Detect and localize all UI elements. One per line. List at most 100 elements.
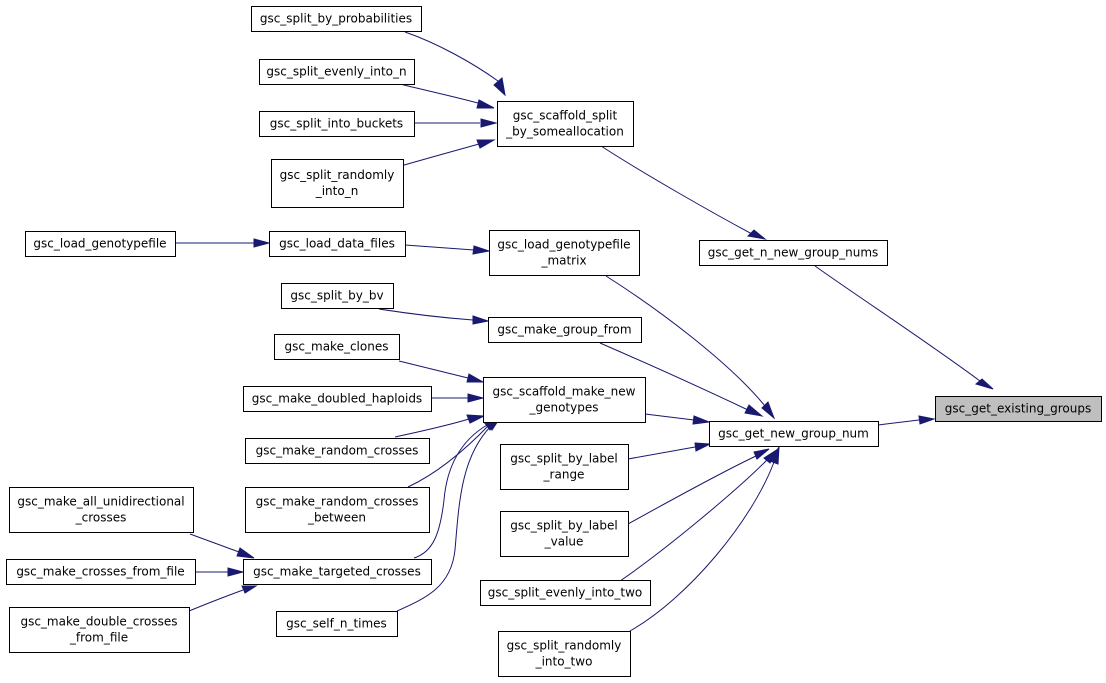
- node-gsc-load-genotypefile-matrix[interactable]: gsc_load_genotypefile_matrix: [489, 230, 640, 276]
- node-gsc-scaffold-split-by-someallocation[interactable]: gsc_scaffold_split_by_someallocation: [497, 101, 634, 147]
- node-label: gsc_load_genotypefile: [497, 238, 630, 252]
- node-label: gsc_make_clones: [285, 340, 389, 354]
- node-box: [281, 283, 394, 309]
- node-label: gsc_scaffold_make_new: [493, 385, 636, 399]
- node-gsc-make-crosses-from-file[interactable]: gsc_make_crosses_from_file: [6, 559, 196, 585]
- edge-line: [644, 413, 695, 421]
- node-gsc-split-randomly-into-n[interactable]: gsc_split_randomly_into_n: [271, 159, 404, 208]
- node-box: [243, 559, 432, 585]
- node-gsc-split-by-bv[interactable]: gsc_split_by_bv: [281, 283, 394, 309]
- node-gsc-make-all-unidirectional-crosses[interactable]: gsc_make_all_unidirectional _crosses: [9, 487, 194, 533]
- node-label: _crosses: [75, 511, 127, 525]
- edge-line: [396, 425, 492, 612]
- node-box: [699, 240, 888, 266]
- node-box: [489, 230, 640, 276]
- node-gsc-scaffold-make-new-genotypes[interactable]: gsc_scaffold_make_new_genotypes: [483, 377, 646, 423]
- edge-gsc-split-into-buckets-to-gsc-scaffold-split-by-someallocation: [414, 118, 498, 128]
- edge-arrowhead: [480, 118, 498, 128]
- edge-gsc-load-genotypefile-matrix-to-gsc-get-new-group-num: [605, 275, 776, 420]
- edge-arrowhead: [472, 245, 491, 255]
- edge-line: [404, 244, 475, 251]
- edge-arrowhead: [761, 401, 776, 420]
- edge-gsc-split-randomly-into-two-to-gsc-get-new-group-num: [629, 445, 780, 632]
- node-gsc-self-n-times[interactable]: gsc_self_n_times: [276, 611, 398, 637]
- node-label: gsc_make_all_unidirectional: [17, 495, 184, 509]
- edge-gsc-split-by-probabilities-to-gsc-scaffold-split-by-someallocation: [404, 31, 506, 97]
- node-box: [497, 101, 634, 147]
- node-label: gsc_split_randomly: [507, 639, 622, 653]
- edge-line: [407, 423, 491, 488]
- node-gsc-get-n-new-group-nums[interactable]: gsc_get_n_new_group_nums: [699, 240, 888, 266]
- node-box: [709, 421, 879, 447]
- edge-line: [627, 446, 696, 460]
- node-box: [25, 231, 176, 257]
- node-label: gsc_split_evenly_into_two: [488, 586, 642, 600]
- edge-arrowhead: [476, 99, 495, 109]
- edge-gsc-make-all-unidirectional-crosses-to-gsc-make-targeted-crosses: [189, 533, 255, 559]
- node-box: [488, 317, 642, 343]
- node-label: _into_n: [315, 184, 359, 198]
- node-gsc-split-by-label-value[interactable]: gsc_split_by_label_value: [500, 511, 629, 557]
- node-gsc-split-into-buckets[interactable]: gsc_split_into_buckets: [259, 111, 415, 137]
- node-label: gsc_split_evenly_into_n: [266, 65, 406, 79]
- edge-arrowhead: [472, 315, 490, 325]
- node-box: [274, 334, 400, 360]
- edge-line: [629, 461, 775, 632]
- node-box: [276, 611, 398, 637]
- node-gsc-make-targeted-crosses[interactable]: gsc_make_targeted_crosses: [243, 559, 432, 585]
- node-gsc-split-randomly-into-two[interactable]: gsc_split_randomly_into_two: [498, 631, 631, 677]
- edge-gsc-make-clones-to-gsc-scaffold-make-new-genotypes: [398, 360, 485, 383]
- node-gsc-load-data-files[interactable]: gsc_load_data_files: [269, 231, 406, 257]
- edge-arrowhead: [918, 415, 936, 425]
- node-gsc-make-random-crosses[interactable]: gsc_make_random_crosses: [245, 438, 430, 464]
- edge-line: [814, 265, 981, 382]
- edge-line: [413, 424, 488, 559]
- node-label: gsc_make_random_crosses: [256, 444, 419, 458]
- node-label: gsc_self_n_times: [286, 617, 387, 631]
- node-label: gsc_make_double_crosses: [20, 615, 177, 629]
- edge-gsc-scaffold-split-by-someallocation-to-gsc-get-n-new-group-nums: [600, 145, 767, 240]
- node-gsc-get-new-group-num[interactable]: gsc_get_new_group_num: [709, 421, 879, 447]
- node-box: [6, 559, 196, 585]
- node-box: [269, 231, 406, 257]
- edge-arrowhead: [694, 442, 712, 452]
- node-label: _between: [307, 511, 366, 525]
- node-box: [259, 111, 415, 137]
- node-gsc-make-doubled-haploids[interactable]: gsc_make_doubled_haploids: [243, 386, 432, 412]
- node-gsc-split-evenly-into-n[interactable]: gsc_split_evenly_into_n: [259, 59, 415, 85]
- node-label: gsc_get_n_new_group_nums: [708, 246, 879, 260]
- edge-line: [619, 459, 768, 582]
- node-label: gsc_get_new_group_num: [718, 427, 869, 441]
- edge-line: [394, 418, 470, 438]
- edge-line: [877, 419, 920, 426]
- node-box: [9, 607, 190, 653]
- edge-arrowhead: [746, 229, 767, 240]
- node-label: _from_file: [69, 631, 128, 645]
- edge-gsc-load-genotypefile-to-gsc-load-data-files: [175, 238, 271, 248]
- edge-line: [378, 308, 474, 321]
- edge-line: [399, 83, 479, 104]
- edge-line: [189, 533, 240, 553]
- edge-gsc-split-by-label-range-to-gsc-get-new-group-num: [627, 442, 712, 460]
- node-gsc-make-double-crosses-from-file[interactable]: gsc_make_double_crosses _from_file: [9, 607, 190, 653]
- node-label: gsc_make_random_crosses: [256, 495, 419, 509]
- node-gsc-split-by-probabilities[interactable]: gsc_split_by_probabilities: [251, 6, 422, 32]
- node-gsc-make-clones[interactable]: gsc_make_clones: [274, 334, 400, 360]
- node-box: [483, 377, 646, 423]
- node-gsc-get-existing-groups[interactable]: gsc_get_existing_groups: [935, 396, 1102, 422]
- node-box: [251, 6, 422, 32]
- edge-arrowhead: [692, 415, 710, 425]
- node-label: gsc_scaffold_split: [513, 109, 618, 123]
- node-gsc-make-random-crosses-between[interactable]: gsc_make_random_crosses _between: [245, 487, 430, 533]
- edge-arrowhead: [753, 448, 770, 460]
- node-gsc-make-group-from[interactable]: gsc_make_group_from: [488, 317, 642, 343]
- node-gsc-split-by-label-range[interactable]: gsc_split_by_label_range: [500, 444, 629, 490]
- node-box: [245, 487, 430, 533]
- node-gsc-split-evenly-into-two[interactable]: gsc_split_evenly_into_two: [480, 580, 651, 606]
- node-gsc-load-genotypefile[interactable]: gsc_load_genotypefile: [25, 231, 176, 257]
- node-box: [9, 487, 194, 533]
- edge-arrowhead: [253, 238, 271, 248]
- edge-line: [627, 455, 757, 525]
- edge-arrowhead: [467, 393, 485, 403]
